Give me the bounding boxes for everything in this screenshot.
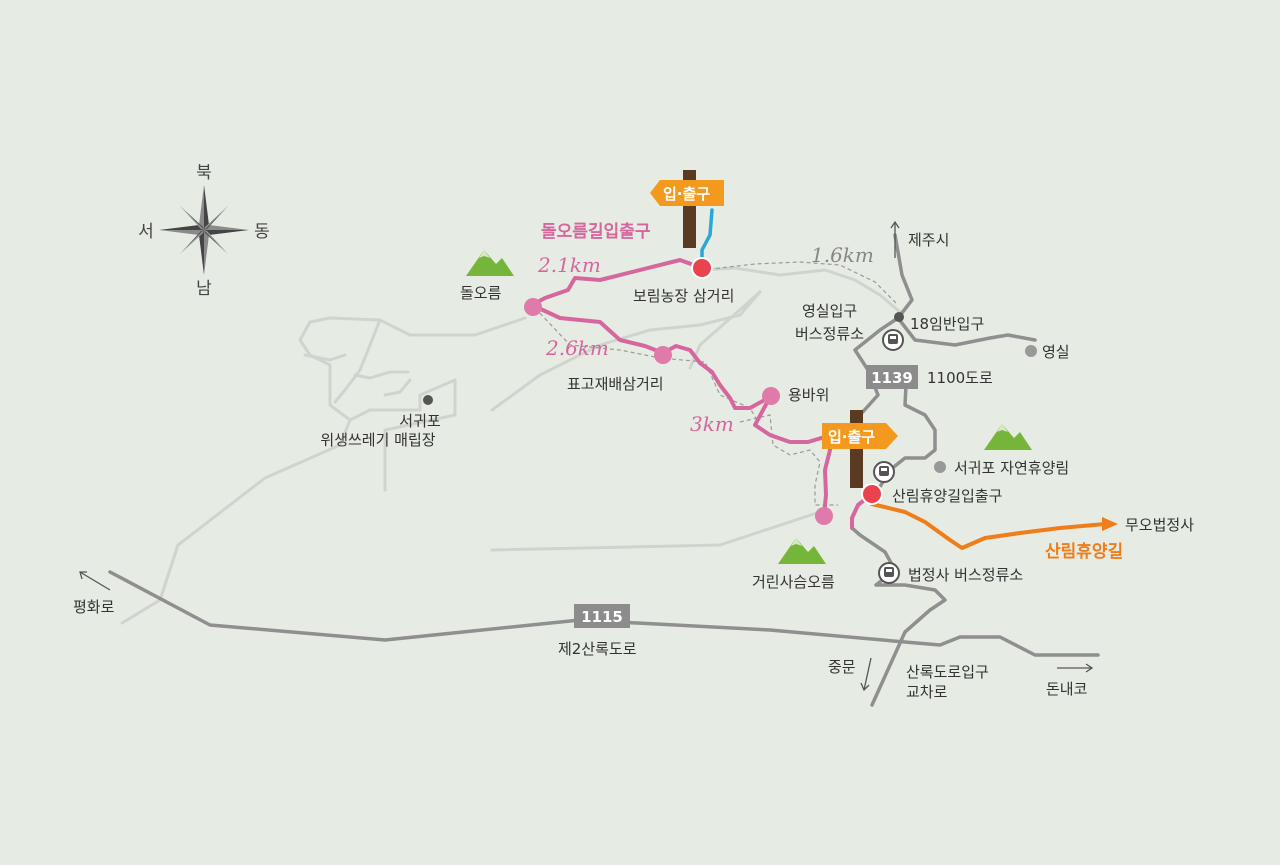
entrance-sign-bottom-label: 입·출구 xyxy=(828,428,875,446)
arrow-icon xyxy=(1102,517,1118,531)
place-label-waste-line2: 위생쓰레기 매립장 xyxy=(320,431,435,449)
place-label-donnaeko: 돈내코 xyxy=(1046,680,1087,698)
place-label-borim-junction: 보림농장 삼거리 xyxy=(633,287,734,305)
sanrim-trail-label: 산림휴양길 xyxy=(1045,541,1123,562)
mountain-icon xyxy=(778,538,826,564)
place-label-waste-line1: 서귀포 xyxy=(399,412,441,430)
road-jeju-north xyxy=(850,233,914,427)
place-label-forest: 서귀포 자연휴양림 xyxy=(954,459,1069,477)
bus-stop-icon xyxy=(873,461,895,483)
route-shield-1139: 1139 xyxy=(866,365,918,389)
distance-label: 3km xyxy=(690,412,734,436)
place-label-yongbawi: 용바위 xyxy=(788,386,829,404)
trail-points xyxy=(423,257,1037,525)
minor-roads xyxy=(120,266,902,625)
distance-label: 2.1km xyxy=(537,253,601,277)
road-east-loop xyxy=(876,383,937,492)
major-roads xyxy=(108,233,1100,707)
place-label-georin: 거린사슴오름 xyxy=(752,573,835,591)
svg-text:1139: 1139 xyxy=(871,369,913,387)
place-label-dolorum: 돌오름 xyxy=(460,284,502,302)
place-label-yeongsil: 영실 xyxy=(1042,343,1070,361)
place-label-sanrok-line1: 산록도로입구 xyxy=(906,663,989,681)
place-label-second-sanrok: 제2산록도로 xyxy=(558,640,637,658)
dolorum-trail xyxy=(530,258,832,518)
place-label-beopjeongsa-stop: 법정사 버스정류소 xyxy=(908,566,1023,584)
svg-text:1115: 1115 xyxy=(581,608,623,626)
compass-west: 서 xyxy=(138,222,154,242)
place-label-muobeopsa: 무오법정사 xyxy=(1125,516,1194,534)
compass-north: 북 xyxy=(196,163,212,183)
mountain-icon xyxy=(984,424,1032,450)
road-1115 xyxy=(108,570,1100,657)
place-label-yeongsil-stop-line2: 버스정류소 xyxy=(795,325,864,343)
signpost-icon: 입·출구 xyxy=(822,410,898,488)
arrow-icon xyxy=(79,220,1094,692)
signpost-icon: 입·출구 xyxy=(650,170,724,248)
distance-label: 1.6km xyxy=(811,243,874,267)
place-label-yeongsil-stop-line1: 영실입구 xyxy=(802,302,857,320)
road-south xyxy=(850,526,947,707)
route-shield-1115: 1115 xyxy=(574,604,630,628)
place-label-road-1100: 1100도로 xyxy=(927,369,993,387)
place-label-sanrok-line2: 교차로 xyxy=(906,683,948,701)
dashed-paths xyxy=(534,261,899,506)
place-label-pyogo-junction: 표고재배삼거리 xyxy=(567,375,664,393)
place-label-pyeonghwa-ro: 평화로 xyxy=(73,598,115,616)
distance-label: 2.6km xyxy=(545,336,609,360)
place-label-sanrim-entrance: 산림휴양길입출구 xyxy=(892,487,1002,505)
place-label-jeju-city: 제주시 xyxy=(908,231,949,249)
place-label-imban-entrance: 18임반입구 xyxy=(910,315,984,333)
compass-east: 동 xyxy=(254,222,270,242)
road-1100 xyxy=(896,316,1037,347)
sanrim-trail xyxy=(870,502,1107,550)
bus-stop-icon xyxy=(878,562,900,584)
mountain-icon xyxy=(466,250,514,276)
dolorum-entrance-label: 돌오름길입출구 xyxy=(541,222,651,242)
compass-rose-icon xyxy=(159,185,249,275)
place-label-jungmun: 중문 xyxy=(828,658,856,676)
entrance-sign-top-label: 입·출구 xyxy=(663,185,710,203)
bus-stop-icon xyxy=(882,329,904,351)
compass-south: 남 xyxy=(196,279,212,299)
